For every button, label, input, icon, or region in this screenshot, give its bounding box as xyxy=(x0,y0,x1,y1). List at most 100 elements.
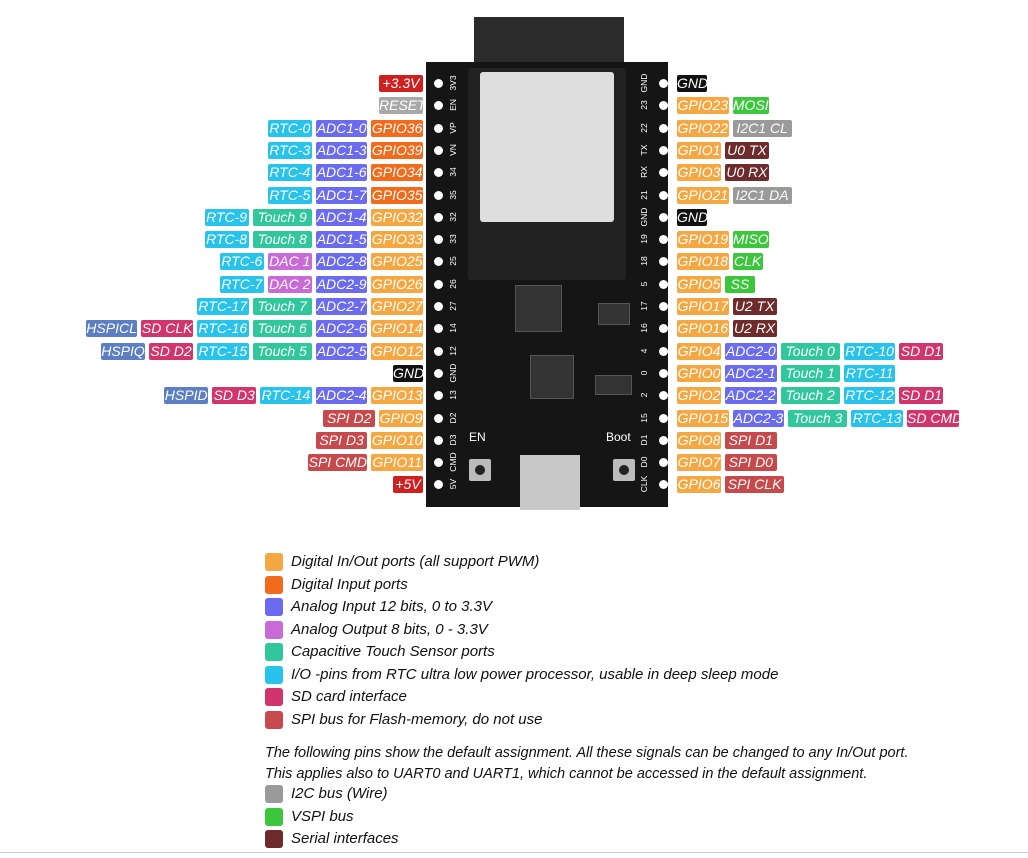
pin-label-right-4-0: GPIO3 xyxy=(677,164,721,182)
pin-label-right-4-1: U0 RX xyxy=(725,164,769,182)
pin-label-left-11-4: ADC2-6 xyxy=(315,320,368,338)
pin-dot-right-11 xyxy=(659,324,668,334)
pin-dot-left-8 xyxy=(434,257,443,267)
legend-label: Analog Input 12 bits, 0 to 3.3V xyxy=(291,598,492,615)
pin-dot-left-14 xyxy=(434,391,443,401)
pin-num-right-8: 18 xyxy=(639,256,649,267)
pin-label-right-14-4: SD D1 xyxy=(899,387,944,405)
pin-dot-left-13 xyxy=(434,368,443,378)
legend-label: VSPI bus xyxy=(291,807,354,825)
pin-label-right-2-0: GPIO22 xyxy=(677,119,729,137)
pin-label-left-11-5: GPIO14 xyxy=(371,320,423,338)
legend-swatch xyxy=(265,665,283,684)
pin-label-left-15-1: GPIO9 xyxy=(379,409,423,427)
pin-label-left-5-1: ADC1-7 xyxy=(315,186,368,204)
pin-dot-right-7 xyxy=(659,235,668,245)
pin-label-right-9-1: SS xyxy=(725,275,755,293)
pin-label-right-13-2: Touch 1 xyxy=(780,364,840,382)
pin-label-left-11-2: RTC-16 xyxy=(197,320,249,338)
pin-num-left-10: 27 xyxy=(448,301,458,311)
legend-swatch xyxy=(265,688,283,706)
pin-num-right-16: D1 xyxy=(639,434,649,446)
pin-label-right-14-1: ADC2-2 xyxy=(725,387,777,405)
pin-num-right-1: 23 xyxy=(639,100,649,111)
pin-num-left-17: CMD xyxy=(448,452,458,472)
pin-label-right-11-1: U2 RX xyxy=(732,320,777,338)
pin-label-left-5-2: GPIO35 xyxy=(371,186,423,204)
pin-label-left-8-0: RTC-6 xyxy=(219,253,264,271)
legend-label: Digital In/Out ports (all support PWM) xyxy=(291,553,540,570)
pin-dot-left-3 xyxy=(434,145,443,155)
pin-label-left-17-1: GPIO11 xyxy=(371,454,423,472)
pin-dot-right-9 xyxy=(659,279,668,289)
pin-label-right-3-0: GPIO1 xyxy=(677,141,721,159)
pin-num-left-1: EN xyxy=(448,99,458,112)
legend-label: SPI bus for Flash-memory, do not use xyxy=(291,710,543,728)
pin-label-left-16-1: GPIO10 xyxy=(371,431,423,449)
en-button-cap xyxy=(475,465,485,475)
pin-label-right-12-1: ADC2-0 xyxy=(725,342,777,360)
pin-label-left-4-1: ADC1-6 xyxy=(315,164,368,182)
pin-label-right-13-3: RTC-11 xyxy=(843,364,896,382)
pin-label-right-11-0: GPIO16 xyxy=(677,320,729,338)
pin-label-left-12-1: SD D2 xyxy=(149,342,193,360)
pin-label-right-0-0: GND xyxy=(677,75,707,92)
pin-dot-right-16 xyxy=(659,435,668,445)
pin-label-left-5-0: RTC-5 xyxy=(267,186,312,204)
pin-label-right-12-4: SD D1 xyxy=(899,342,944,360)
pin-label-right-13-0: GPIO0 xyxy=(677,364,721,382)
pin-num-left-0: 3V3 xyxy=(448,75,458,91)
pin-dot-left-11 xyxy=(434,324,443,334)
pin-dot-right-15 xyxy=(659,413,668,423)
pin-num-left-8: 25 xyxy=(448,256,458,267)
legend-swatch xyxy=(265,620,283,639)
pin-num-right-17: D0 xyxy=(639,456,649,468)
pin-num-left-18: 5V xyxy=(448,479,458,490)
legend-label: Digital Input ports xyxy=(291,575,408,593)
pin-label-left-6-3: GPIO32 xyxy=(371,208,423,226)
transistor-chip-2 xyxy=(595,375,632,395)
pin-label-right-14-3: RTC-12 xyxy=(843,387,896,405)
pin-dot-left-9 xyxy=(434,279,443,289)
pin-dot-left-7 xyxy=(434,235,443,245)
pin-dot-right-1 xyxy=(659,101,668,111)
pin-dot-right-8 xyxy=(659,257,668,267)
pin-dot-right-13 xyxy=(659,368,668,378)
pin-label-left-12-2: RTC-15 xyxy=(197,342,249,360)
pin-label-right-15-2: Touch 3 xyxy=(788,409,848,427)
pin-dot-left-0 xyxy=(434,79,443,88)
pin-label-right-15-3: RTC-13 xyxy=(851,409,903,427)
pin-label-right-5-1: I2C1 DA xyxy=(732,186,792,204)
boot-label: Boot xyxy=(606,430,631,444)
pin-num-left-4: 34 xyxy=(448,167,458,177)
pin-label-left-10-2: ADC2-7 xyxy=(315,298,368,315)
pin-label-left-6-0: RTC-9 xyxy=(204,208,249,226)
legend-swatch xyxy=(265,598,283,616)
legend-label: Serial interfaces xyxy=(291,830,399,847)
pin-label-left-2-1: ADC1-0 xyxy=(315,119,368,137)
pin-num-right-3: TX xyxy=(639,144,649,156)
pin-label-left-10-3: GPIO27 xyxy=(371,298,423,315)
pin-num-right-14: 2 xyxy=(639,392,649,398)
pin-label-left-8-2: ADC2-8 xyxy=(315,253,368,271)
pin-num-right-11: 16 xyxy=(639,323,649,334)
pin-label-right-9-0: GPIO5 xyxy=(677,275,721,293)
pin-dot-right-17 xyxy=(659,458,668,468)
legend-swatch xyxy=(265,643,283,661)
pin-label-left-18-0: +5V xyxy=(393,476,423,494)
pin-label-left-6-2: ADC1-4 xyxy=(315,208,368,226)
pin-label-left-9-0: RTC-7 xyxy=(219,275,264,293)
boot-button-cap xyxy=(619,465,629,475)
pin-label-right-10-0: GPIO17 xyxy=(677,298,729,315)
pin-label-right-8-0: GPIO18 xyxy=(677,253,729,271)
pin-label-right-12-2: Touch 0 xyxy=(780,342,840,360)
pin-dot-right-10 xyxy=(659,302,668,311)
pin-label-left-6-1: Touch 9 xyxy=(252,208,312,226)
pin-label-right-18-0: GPIO6 xyxy=(677,476,721,494)
legend-swatch xyxy=(265,710,283,729)
pin-label-left-9-1: DAC 2 xyxy=(267,275,312,293)
pin-label-left-14-0: HSPID xyxy=(164,387,209,405)
pin-num-left-2: VP xyxy=(448,121,458,134)
pin-dot-left-15 xyxy=(434,413,443,423)
pin-dot-right-14 xyxy=(659,391,668,401)
